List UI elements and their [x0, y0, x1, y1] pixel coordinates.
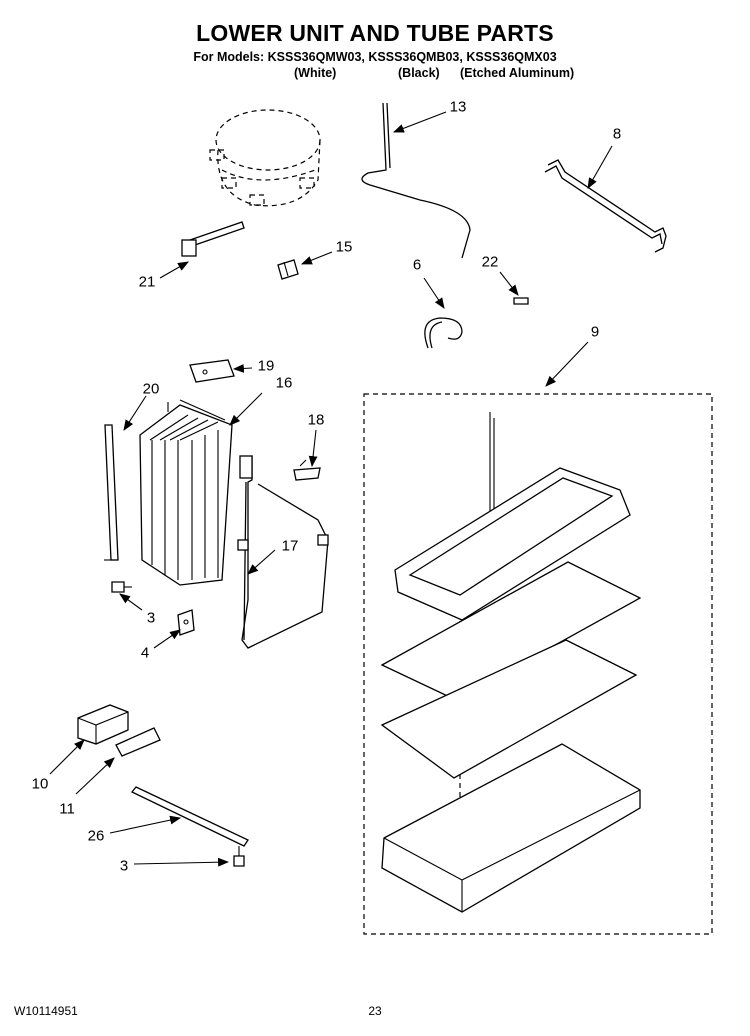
page-number: 23 — [368, 1004, 382, 1018]
document-number: W10114951 — [14, 1004, 78, 1018]
variant-white: (White) — [294, 66, 337, 80]
variant-etched-aluminum: (Etched Aluminum) — [460, 66, 575, 80]
part-6-coil — [424, 317, 463, 349]
part-3-screw-lower — [233, 846, 245, 867]
part-20-bracket — [104, 424, 119, 561]
variant-black: (Black) — [398, 66, 440, 80]
callout-3-lower: 3 — [119, 857, 129, 875]
callout-16: 16 — [275, 374, 293, 392]
callout-10: 10 — [31, 775, 49, 793]
callout-15: 15 — [335, 238, 353, 256]
callout-22: 22 — [481, 253, 499, 271]
part-22-clip — [513, 297, 529, 305]
callout-17: 17 — [281, 537, 299, 555]
part-4-bracket — [177, 609, 195, 636]
part-8-tube — [544, 159, 667, 253]
part-21-strap — [181, 221, 245, 257]
callout-20: 20 — [142, 380, 160, 398]
models-line: For Models: KSSS36QMW03, KSSS36QMB03, KS… — [193, 50, 557, 64]
part-9-assembly — [363, 393, 713, 935]
callout-9: 9 — [590, 323, 600, 341]
callout-19: 19 — [257, 357, 275, 375]
callout-18: 18 — [307, 411, 325, 429]
part-18-clip — [293, 459, 321, 481]
callout-11: 11 — [59, 800, 75, 818]
part-3-screw-upper — [111, 581, 132, 593]
part-16-condenser — [139, 399, 233, 586]
page-title: LOWER UNIT AND TUBE PARTS — [196, 20, 554, 46]
part-15-clip — [277, 259, 299, 280]
callout-13: 13 — [449, 98, 467, 116]
callout-8: 8 — [612, 125, 622, 143]
compressor-outline — [209, 109, 321, 207]
part-17-tube — [237, 455, 329, 649]
callout-6: 6 — [412, 256, 422, 274]
part-11-panel — [115, 727, 161, 757]
callout-4: 4 — [140, 644, 150, 662]
callout-21: 21 — [138, 273, 156, 291]
part-10-box — [77, 704, 129, 745]
part-13-tube — [361, 102, 471, 259]
callout-arrows — [49, 111, 613, 867]
part-19-plate — [189, 359, 235, 383]
callout-3-upper: 3 — [146, 609, 156, 627]
callout-26: 26 — [87, 827, 105, 845]
part-26-rail — [130, 786, 249, 847]
